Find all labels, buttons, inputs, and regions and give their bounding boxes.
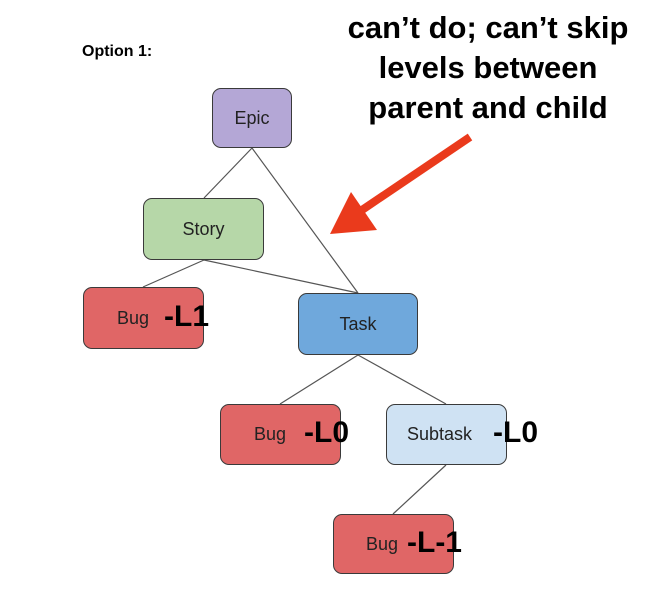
red-arrow-head <box>330 192 377 234</box>
level-tag-bug-story: -L1 <box>164 300 209 333</box>
node-bug-under-subtask: Bug <box>333 514 454 574</box>
annotation-line-3: parent and child <box>368 90 608 125</box>
edge-task-subtask <box>357 354 447 405</box>
level-tag-bug-task: -L0 <box>304 416 349 449</box>
connector-lines <box>142 147 447 515</box>
node-bug-under-story: Bug <box>83 287 204 349</box>
edge-story-task <box>203 259 359 294</box>
node-subtask: Subtask <box>386 404 507 465</box>
level-tag-bug-subtask: -L-1 <box>407 526 462 559</box>
option-label: Option 1: <box>82 43 153 60</box>
edge-story-bug <box>142 259 205 288</box>
annotation-line-1: can’t do; can’t skip <box>347 10 629 45</box>
annotation-line-2: levels between <box>378 50 598 85</box>
node-bug-under-task: Bug <box>220 404 341 465</box>
edge-subtask-bug <box>392 464 447 515</box>
annotation-note: can’t do; can’t skip levels between pare… <box>318 8 658 128</box>
node-story: Story <box>143 198 264 260</box>
edge-epic-story <box>203 147 253 199</box>
edge-task-bug <box>279 354 359 405</box>
edge-epic-task <box>251 147 359 294</box>
red-arrow-shaft <box>359 133 473 214</box>
level-tag-subtask: -L0 <box>493 416 538 449</box>
node-epic: Epic <box>212 88 292 148</box>
red-arrow <box>330 133 473 234</box>
node-task: Task <box>298 293 418 355</box>
